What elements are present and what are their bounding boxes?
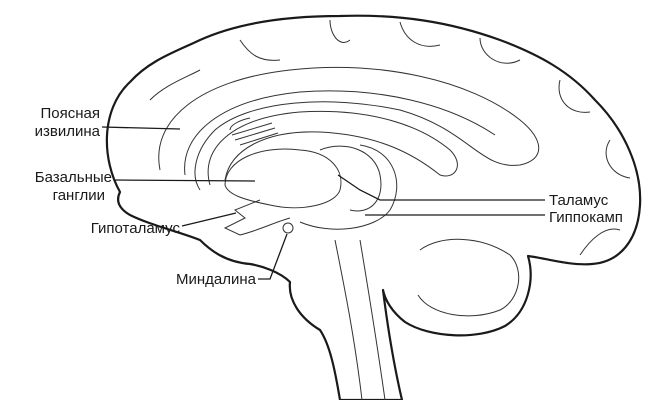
leader-thalamus	[337, 174, 545, 201]
amygdala-shape	[282, 222, 294, 234]
label-basal-1: Базальные	[35, 169, 112, 186]
cingulate-inner	[184, 90, 496, 176]
hypothalamus-shape	[223, 199, 291, 236]
label-basal-2: ганглии	[53, 187, 105, 204]
corpus-callosum	[207, 110, 458, 186]
leader-hypothalamus	[181, 212, 237, 227]
label-hippocampus: Гиппокамп	[549, 209, 623, 226]
label-cingulate-2: извилина	[35, 123, 101, 140]
label-cingulate-1: Поясная	[41, 105, 101, 122]
cerebellum-fold	[417, 238, 520, 317]
cingulate-gyrus	[158, 66, 540, 191]
brainstem	[334, 239, 386, 400]
cortex-outline	[105, 14, 642, 400]
leader-cingulate	[101, 126, 181, 130]
thalamus-shape	[319, 145, 382, 212]
fornix	[229, 117, 279, 146]
basal-ganglia	[224, 148, 342, 209]
label-thalamus: Таламус	[549, 192, 609, 209]
hippocampus-shape	[299, 144, 398, 230]
gyrus-line	[149, 19, 631, 256]
leader-basal	[113, 179, 256, 182]
label-amygdala: Миндалина	[176, 271, 257, 288]
leader-amygdala	[258, 233, 288, 280]
label-hypothalamus: Гипоталамус	[91, 220, 181, 237]
